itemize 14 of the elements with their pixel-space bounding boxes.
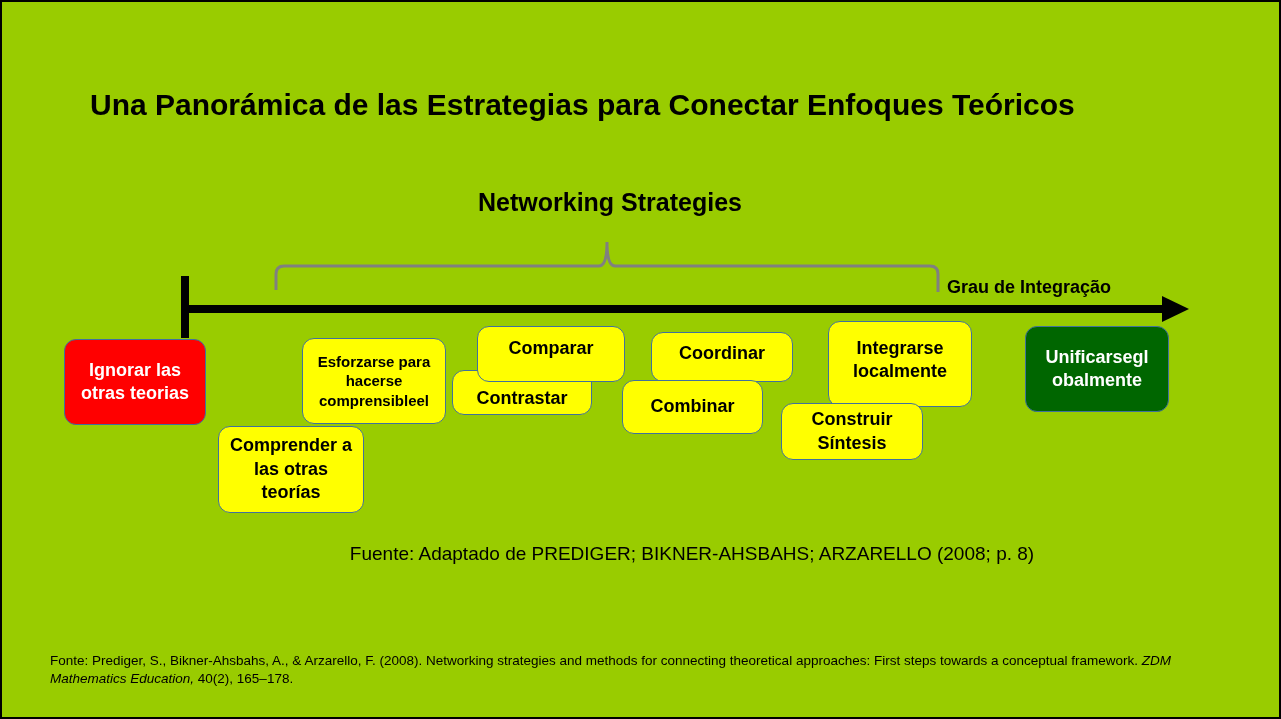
reference-note: Fonte: Prediger, S., Bikner-Ahsbahs, A., & Arzarello, F. (2008). Networking strategies and methods for connecting theoretical approaches: First steps towards a conceptual framework. ZDM Mathematics Education, 40(2), 165–178. xyxy=(50,652,1173,689)
axis-label: Grau de Integração xyxy=(947,277,1112,298)
slide-title: Una Panorámica de las Estrategias para Conectar Enfoques Teóricos xyxy=(90,88,1075,122)
strategy-card: Comprender a las otras teorías xyxy=(218,426,364,513)
strategy-card: Construir Síntesis xyxy=(781,403,923,460)
strategy-card: Esforzarse para hacerse comprensibleel xyxy=(302,338,446,424)
strategy-card: Coordinar xyxy=(651,332,793,382)
group-heading: Networking Strategies xyxy=(478,188,742,217)
strategy-card: Comparar xyxy=(477,326,625,382)
source-note: Fuente: Adaptado de PREDIGER; BIKNER-AHSBAHS; ARZARELLO (2008; p. 8) xyxy=(349,543,1035,565)
strategy-card: Integrarse localmente xyxy=(828,321,972,407)
strategy-card: Unificarsegl obalmente xyxy=(1025,326,1169,412)
strategy-card: Combinar xyxy=(622,380,763,434)
strategy-card: Ignorar las otras teorias xyxy=(64,339,206,425)
